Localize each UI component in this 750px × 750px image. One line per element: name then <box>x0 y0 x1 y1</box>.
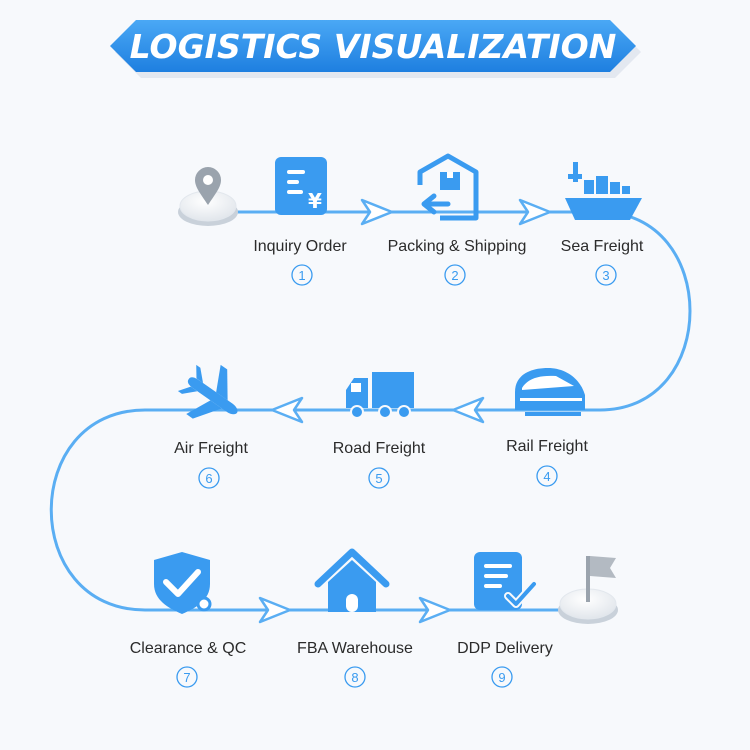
step-number-badge <box>344 666 366 688</box>
shield-check-icon <box>154 552 212 614</box>
arrow-left-icon <box>451 396 485 424</box>
flag-icon <box>586 556 616 602</box>
invoice-yen-icon: ¥ <box>275 157 327 215</box>
step-3: Sea Freight 3 <box>561 162 644 286</box>
arrow-left-icon <box>270 396 304 424</box>
step-9: DDP Delivery 9 <box>457 552 553 688</box>
step-6: Air Freight 6 <box>174 364 248 489</box>
step-label: DDP Delivery <box>457 640 553 657</box>
step-label: FBA Warehouse <box>297 640 413 657</box>
page-title: LOGISTICS VISUALIZATION <box>130 27 617 66</box>
step-number: 2 <box>451 268 458 283</box>
step-8: FBA Warehouse 8 <box>297 548 413 688</box>
truck-icon <box>346 372 414 419</box>
step-4: Rail Freight 4 <box>506 368 588 487</box>
flow-path <box>49 210 692 612</box>
house-icon <box>314 548 390 612</box>
step-number-badge <box>444 264 466 286</box>
step-number: 5 <box>375 471 382 486</box>
end-marker <box>558 556 618 624</box>
step-number: 6 <box>205 471 212 486</box>
step-label: Inquiry Order <box>253 238 347 255</box>
arrow-right-icon <box>258 596 292 624</box>
arrow-right-icon <box>418 596 452 624</box>
title-banner: LOGISTICS VISUALIZATION <box>110 20 641 78</box>
step-label: Sea Freight <box>561 238 644 255</box>
step-number: 1 <box>298 268 305 283</box>
start-marker <box>178 167 238 226</box>
arrow-right-icon <box>518 198 552 226</box>
document-check-icon <box>474 552 538 610</box>
airplane-icon <box>177 364 238 419</box>
step-label: Air Freight <box>174 440 248 457</box>
step-number: 8 <box>351 670 358 685</box>
step-number-badge <box>595 264 617 286</box>
step-number-badge <box>368 467 390 489</box>
step-2: Packing & Shipping 2 <box>388 153 527 286</box>
step-number: 7 <box>183 670 190 685</box>
step-number-badge <box>198 467 220 489</box>
step-label: Road Freight <box>333 440 426 457</box>
step-number: 9 <box>498 670 505 685</box>
step-label: Packing & Shipping <box>388 238 527 255</box>
step-5: Road Freight 5 <box>333 372 426 489</box>
step-1: ¥ Inquiry Order 1 <box>253 157 347 286</box>
step-7: Clearance & QC 7 <box>130 552 247 688</box>
warehouse-box-icon <box>417 153 479 221</box>
arrow-right-icon <box>360 198 394 226</box>
svg-text:¥: ¥ <box>308 189 322 213</box>
step-number-badge <box>291 264 313 286</box>
step-number: 4 <box>543 469 550 484</box>
step-label: Rail Freight <box>506 438 588 455</box>
step-number-badge <box>176 666 198 688</box>
step-label: Clearance & QC <box>130 640 247 657</box>
step-number: 3 <box>602 268 609 283</box>
train-icon <box>515 368 585 416</box>
cargo-ship-icon <box>565 162 642 220</box>
step-number-badge <box>491 666 513 688</box>
location-pin-icon <box>195 167 221 205</box>
step-number-badge <box>536 465 558 487</box>
